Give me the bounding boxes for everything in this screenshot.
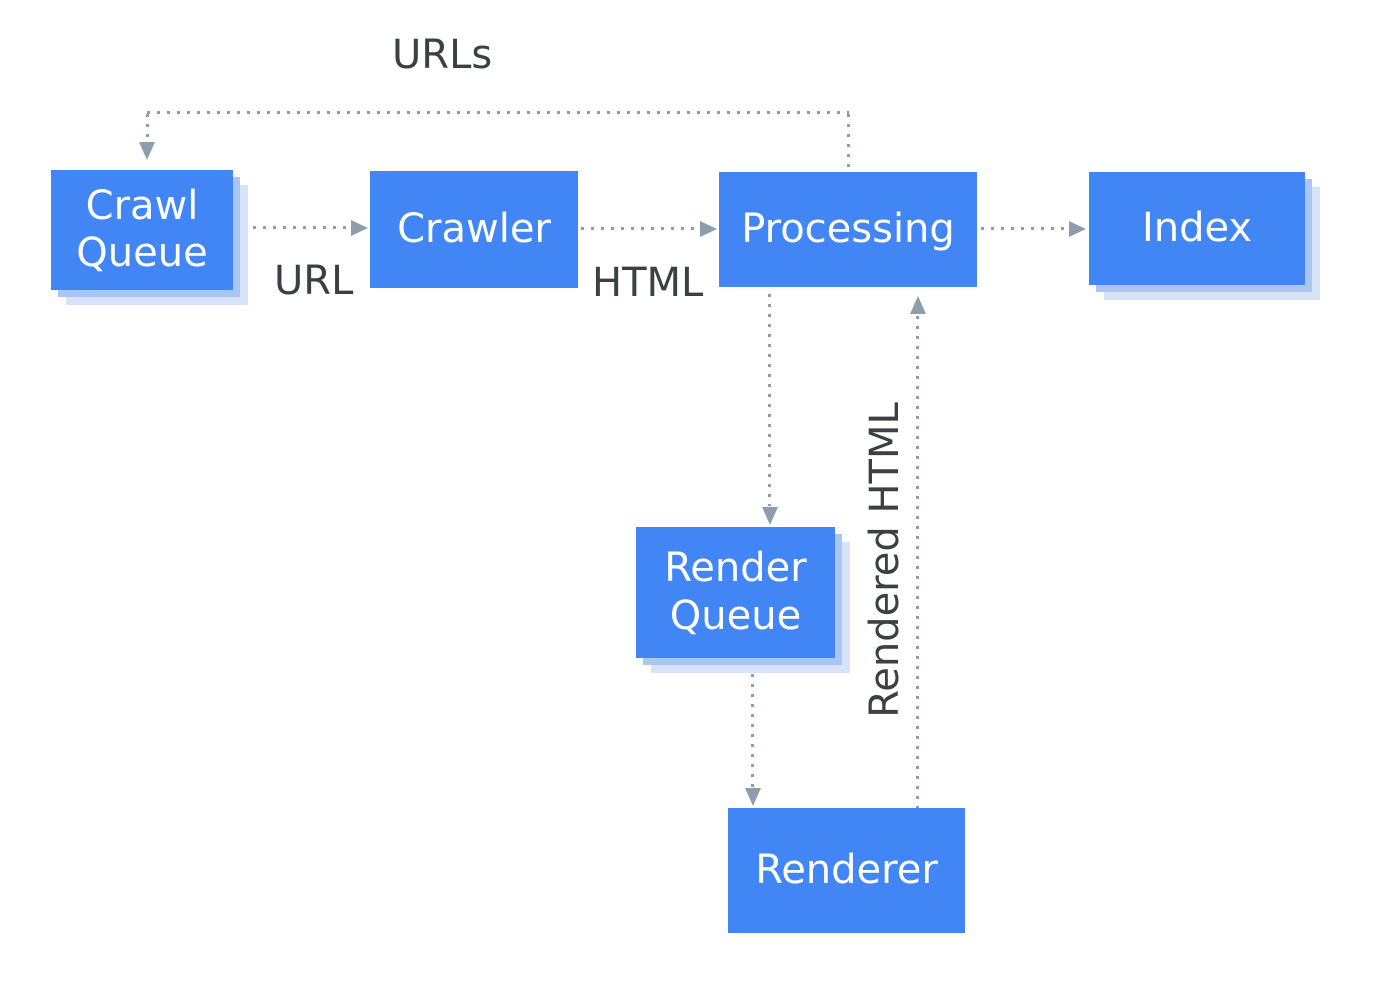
node-index: Index — [1089, 172, 1305, 285]
arrowhead-down-icon — [762, 507, 778, 525]
node-render-queue-label: Render Queue — [664, 545, 807, 639]
edge-label-urls: URLs — [392, 32, 493, 78]
edge-label-html: HTML — [592, 260, 704, 306]
edge-processing-to-render-queue — [768, 294, 771, 506]
edge-render-queue-to-renderer — [751, 674, 754, 787]
node-renderer-label: Renderer — [755, 846, 938, 893]
arrowhead-down-icon — [139, 142, 155, 160]
node-crawl-queue: Crawl Queue — [51, 170, 233, 290]
arrowhead-down-icon — [745, 788, 761, 806]
node-crawler: Crawler — [370, 171, 578, 288]
edge-label-url: URL — [274, 258, 354, 304]
node-processing-label: Processing — [741, 205, 955, 252]
edge-urls-feedback-vertical-left — [146, 114, 149, 142]
node-crawler-label: Crawler — [397, 205, 551, 252]
edge-urls-feedback-vertical-right — [847, 114, 850, 172]
arrowhead-right-icon — [700, 221, 717, 237]
node-processing: Processing — [719, 172, 977, 287]
edge-renderer-to-processing — [916, 316, 919, 808]
arrowhead-right-icon — [351, 220, 368, 236]
node-index-label: Index — [1141, 204, 1253, 251]
arrowhead-up-icon — [910, 296, 926, 314]
edge-processing-to-index — [981, 227, 1067, 230]
edge-crawler-to-processing — [581, 227, 698, 230]
node-renderer: Renderer — [728, 808, 965, 933]
node-render-queue: Render Queue — [636, 527, 835, 658]
node-crawl-queue-label: Crawl Queue — [76, 182, 208, 276]
edge-label-rendered-html: Rendered HTML — [862, 402, 908, 718]
edge-crawl-queue-to-crawler — [253, 226, 350, 229]
arrowhead-right-icon — [1069, 221, 1086, 237]
edge-urls-feedback-horizontal — [147, 111, 849, 114]
